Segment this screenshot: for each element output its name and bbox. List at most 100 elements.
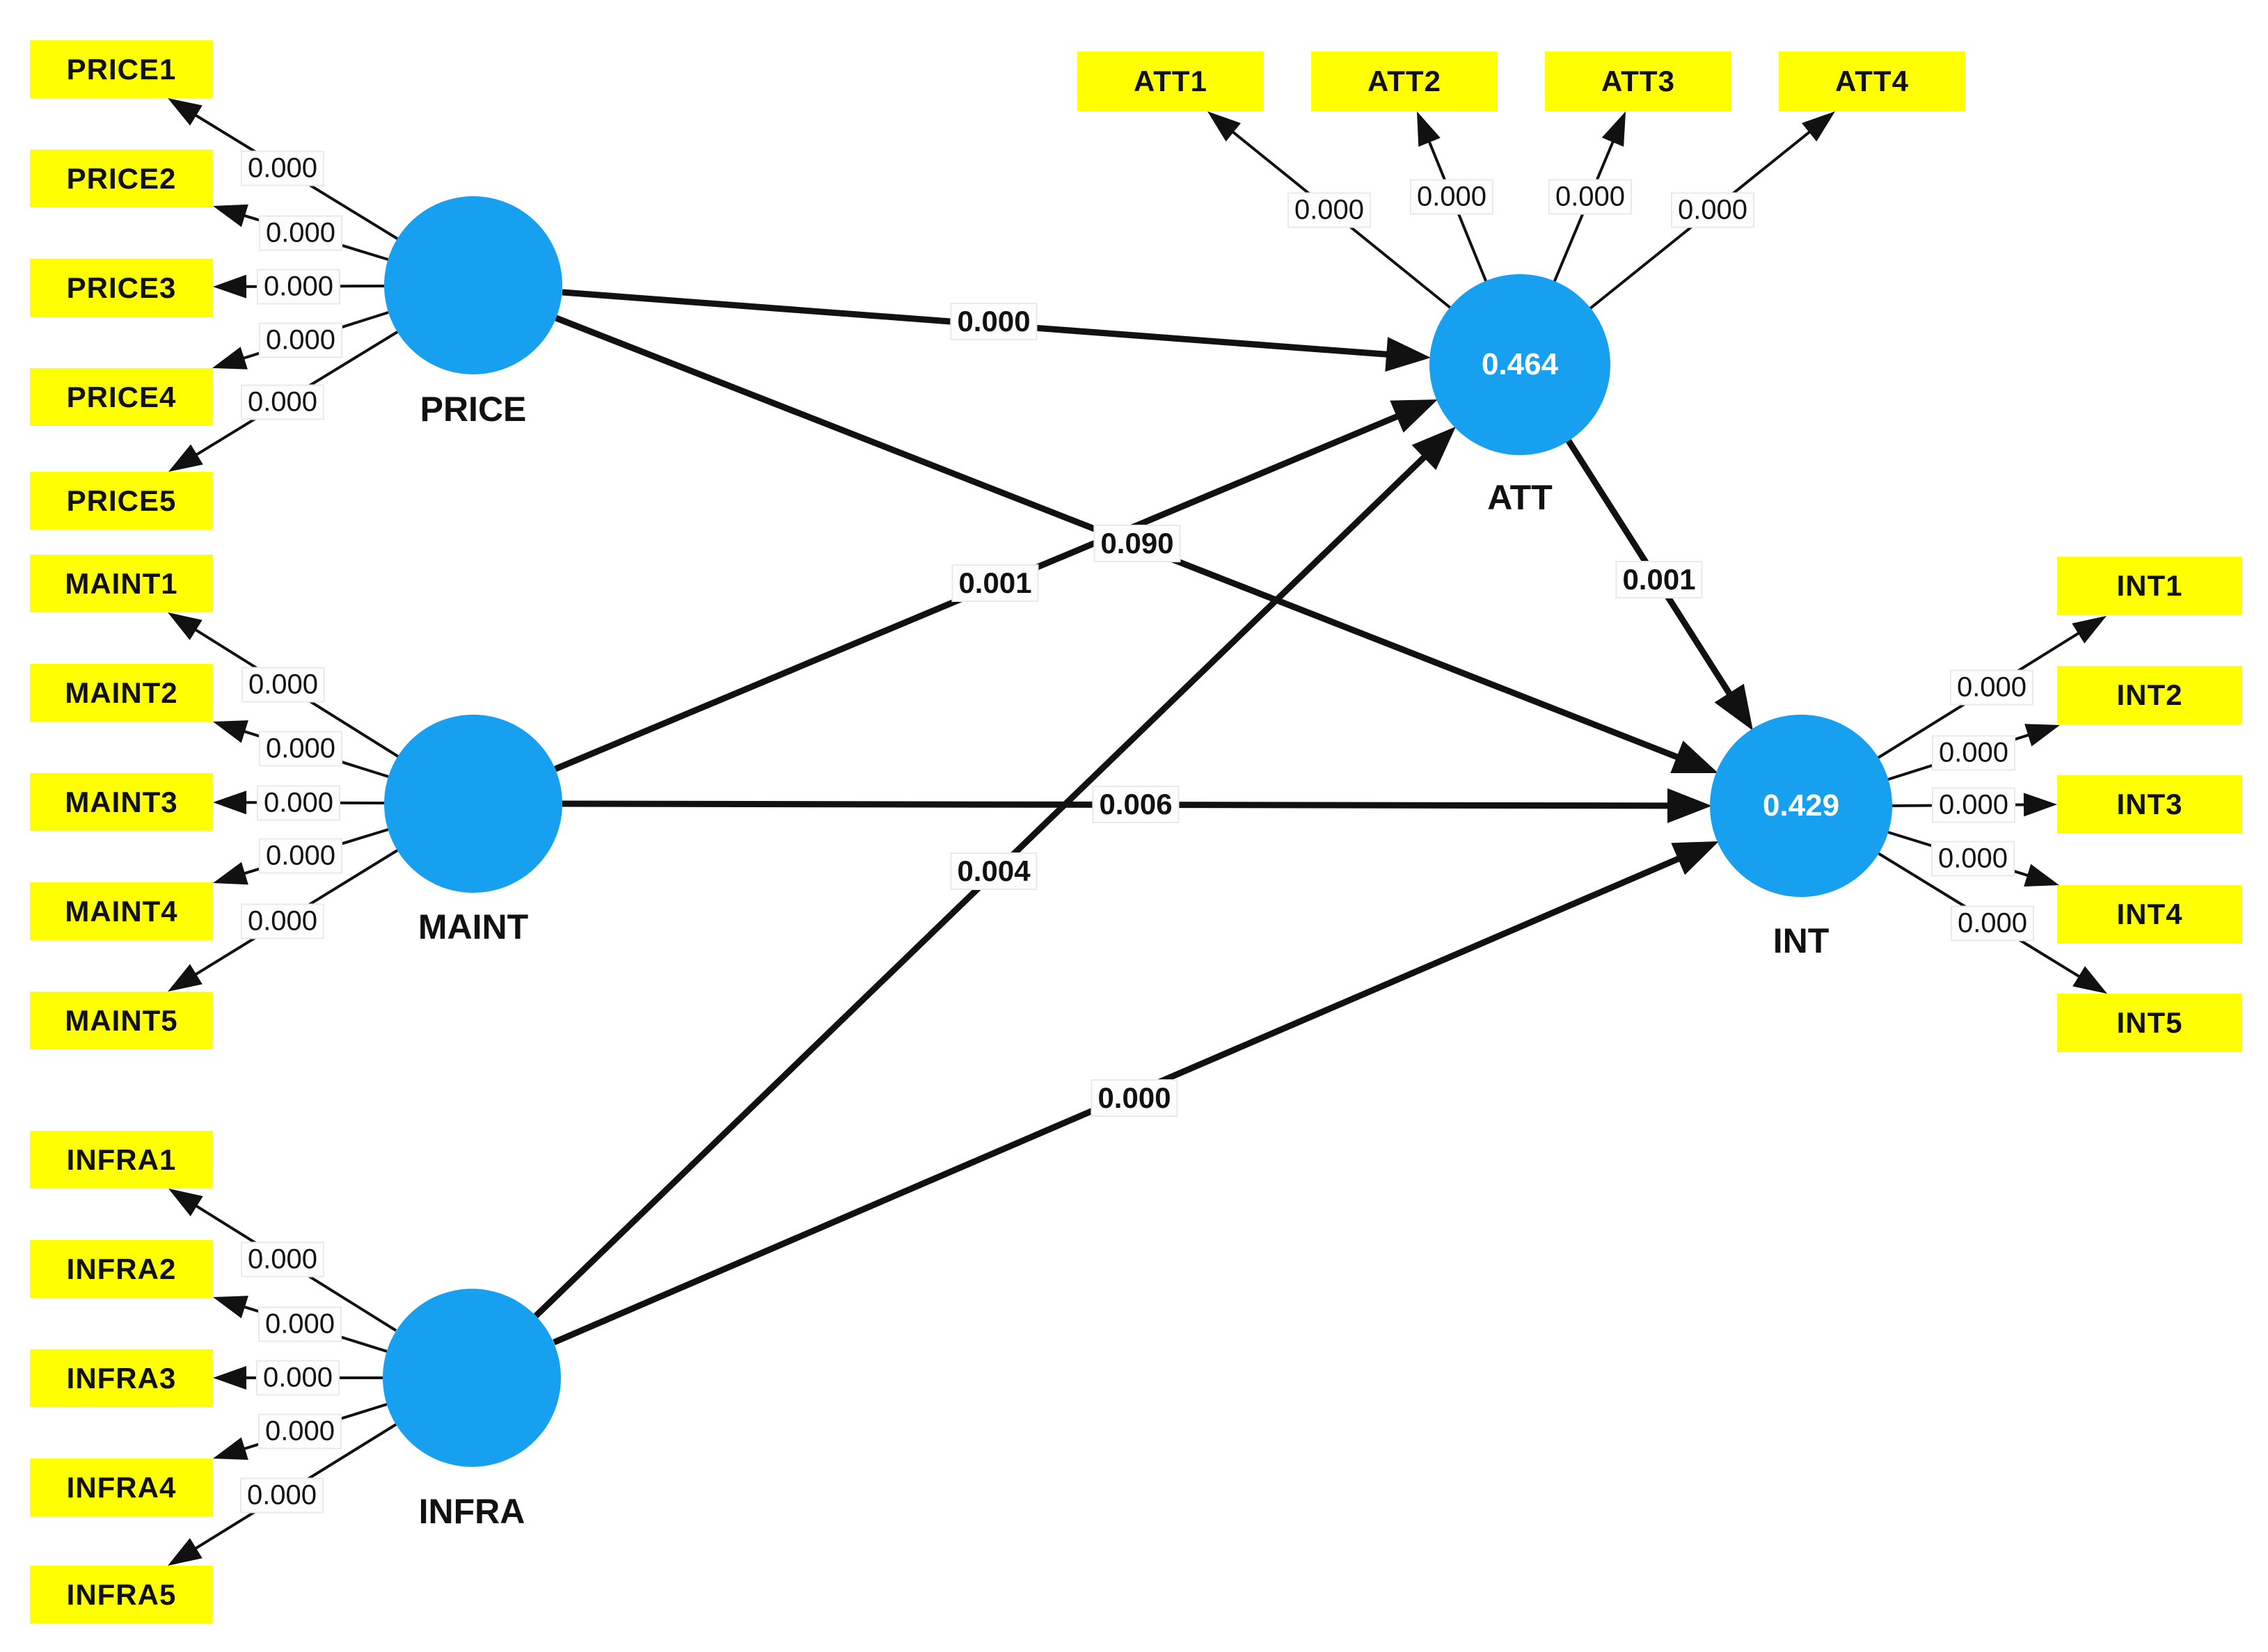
indicator-label: PRICE3: [66, 271, 177, 304]
loading-label-ATT4: 0.000: [1670, 192, 1755, 228]
indicator-label: PRICE1: [66, 52, 177, 86]
indicator-box-INT4[interactable]: INT4: [2057, 885, 2242, 944]
indicator-label: MAINT1: [65, 566, 178, 600]
loading-label-MAINT3: 0.000: [256, 785, 341, 821]
construct-circle-ATT[interactable]: 0.464: [1429, 274, 1610, 455]
indicator-label: INFRA1: [66, 1143, 177, 1176]
indicator-box-MAINT5[interactable]: MAINT5: [30, 992, 213, 1049]
indicator-arrow-INT2-arrowhead: [2024, 724, 2060, 747]
indicator-box-INFRA1[interactable]: INFRA1: [30, 1131, 213, 1189]
loading-label-PRICE3: 0.000: [256, 269, 341, 305]
loading-label-ATT1: 0.000: [1287, 192, 1372, 228]
indicator-arrow-INFRA5-arrowhead: [168, 1538, 203, 1566]
path-arrow-PRICE-ATT-arrowhead: [1385, 337, 1431, 372]
indicator-arrow-INT3-arrowhead: [2023, 793, 2057, 817]
indicator-box-INT2[interactable]: INT2: [2057, 666, 2242, 724]
indicator-box-MAINT4[interactable]: MAINT4: [30, 882, 213, 940]
indicator-arrow-MAINT4-arrowhead: [213, 861, 248, 885]
path-arrow-INFRA-ATT-arrowhead: [1411, 427, 1456, 470]
indicator-arrow-INFRA4-arrowhead: [213, 1437, 248, 1460]
indicator-arrow-PRICE2-arrowhead: [213, 204, 248, 228]
indicator-label: INT2: [2116, 678, 2183, 711]
indicator-arrow-INFRA3-arrowhead: [213, 1366, 246, 1390]
loading-label-INT2: 0.000: [1931, 735, 2016, 771]
construct-circle-INT[interactable]: 0.429: [1710, 715, 1892, 897]
loading-label-MAINT5: 0.000: [240, 903, 325, 939]
indicator-label: ATT4: [1835, 65, 1909, 97]
indicator-label: MAINT5: [65, 1003, 178, 1037]
indicator-box-INT1[interactable]: INT1: [2057, 557, 2242, 615]
indicator-label: MAINT4: [65, 894, 178, 928]
path-coefficient-INFRA-INT: 0.000: [1091, 1079, 1178, 1117]
indicator-arrow-MAINT2-arrowhead: [213, 720, 248, 743]
construct-label-INT: INT: [1773, 921, 1830, 960]
path-arrow-MAINT-ATT-arrowhead: [1390, 399, 1438, 433]
indicator-arrow-PRICE4-arrowhead: [212, 347, 248, 370]
indicator-box-PRICE1[interactable]: PRICE1: [30, 40, 213, 98]
loading-label-PRICE5: 0.000: [240, 384, 325, 420]
indicator-box-INFRA5[interactable]: INFRA5: [30, 1566, 213, 1623]
indicator-box-PRICE2[interactable]: PRICE2: [30, 150, 213, 207]
path-coefficient-PRICE-INT: 0.090: [1093, 525, 1181, 562]
indicator-box-ATT2[interactable]: ATT2: [1311, 51, 1498, 111]
loading-label-INT1: 0.000: [1949, 669, 2034, 706]
indicator-box-PRICE4[interactable]: PRICE4: [30, 368, 213, 426]
construct-circle-MAINT[interactable]: [384, 715, 562, 893]
loading-label-INFRA3: 0.000: [255, 1360, 340, 1396]
loading-label-INT4: 0.000: [1930, 841, 2015, 877]
indicator-arrow-INT5-arrowhead: [2072, 966, 2107, 994]
indicator-label: ATT3: [1601, 65, 1675, 97]
indicator-box-ATT3[interactable]: ATT3: [1545, 51, 1731, 111]
indicator-box-PRICE3[interactable]: PRICE3: [30, 259, 213, 317]
indicator-box-INT3[interactable]: INT3: [2057, 775, 2242, 834]
indicator-arrow-INFRA1-arrowhead: [168, 1189, 203, 1216]
indicator-box-INFRA3[interactable]: INFRA3: [30, 1349, 213, 1407]
path-coefficient-MAINT-INT: 0.006: [1092, 786, 1180, 823]
construct-circle-INFRA[interactable]: [383, 1289, 561, 1467]
path-arrow-MAINT-INT-arrowhead: [1667, 788, 1712, 823]
indicator-label: PRICE5: [66, 484, 177, 517]
indicator-box-INFRA2[interactable]: INFRA2: [30, 1240, 213, 1298]
indicator-box-INFRA4[interactable]: INFRA4: [30, 1459, 213, 1516]
indicator-arrow-PRICE1-arrowhead: [168, 98, 203, 126]
indicator-arrow-ATT2-arrowhead: [1417, 111, 1441, 147]
indicator-box-ATT4[interactable]: ATT4: [1779, 51, 1965, 111]
path-arrow-INFRA-INT-arrowhead: [1671, 841, 1719, 875]
indicator-box-MAINT2[interactable]: MAINT2: [30, 664, 213, 722]
loading-label-PRICE1: 0.000: [240, 150, 325, 186]
loading-label-INT3: 0.000: [1931, 787, 2016, 823]
indicator-box-PRICE5[interactable]: PRICE5: [30, 472, 213, 530]
indicator-label: ATT1: [1134, 65, 1207, 97]
indicator-box-ATT1[interactable]: ATT1: [1077, 51, 1264, 111]
indicator-box-MAINT3[interactable]: MAINT3: [30, 773, 213, 831]
indicator-label: MAINT3: [65, 785, 178, 818]
path-arrow-ATT-INT-arrowhead: [1714, 683, 1753, 731]
indicator-arrow-MAINT3-arrowhead: [213, 791, 247, 815]
indicator-label: INT4: [2116, 898, 2183, 930]
construct-label-ATT: ATT: [1487, 478, 1553, 517]
loading-label-MAINT1: 0.000: [241, 667, 326, 703]
construct-label-INFRA: INFRA: [418, 1492, 525, 1531]
path-arrow-PRICE-INT-arrowhead: [1670, 740, 1718, 773]
indicator-label: INFRA4: [66, 1470, 177, 1504]
construct-label-MAINT: MAINT: [418, 907, 529, 946]
indicator-arrow-MAINT5-arrowhead: [168, 964, 203, 992]
indicator-arrow-INFRA2-arrowhead: [213, 1296, 248, 1319]
indicator-label: INT5: [2116, 1006, 2183, 1039]
indicator-label: INT1: [2116, 569, 2183, 602]
indicator-arrow-ATT1-arrowhead: [1207, 111, 1242, 142]
indicator-box-MAINT1[interactable]: MAINT1: [30, 555, 213, 612]
indicator-label: INFRA2: [66, 1252, 177, 1285]
path-coefficient-INFRA-ATT: 0.004: [950, 852, 1038, 890]
indicator-label: INT3: [2116, 788, 2183, 820]
indicator-label: PRICE2: [66, 161, 177, 195]
indicator-arrow-ATT4-arrowhead: [1801, 111, 1835, 142]
construct-label-PRICE: PRICE: [420, 390, 527, 429]
construct-circle-PRICE[interactable]: [384, 196, 562, 374]
loading-label-ATT2: 0.000: [1409, 179, 1494, 215]
loading-label-ATT3: 0.000: [1548, 179, 1633, 215]
indicator-label: ATT2: [1367, 65, 1441, 97]
indicator-box-INT5[interactable]: INT5: [2057, 994, 2242, 1052]
indicator-label: MAINT2: [65, 676, 178, 709]
